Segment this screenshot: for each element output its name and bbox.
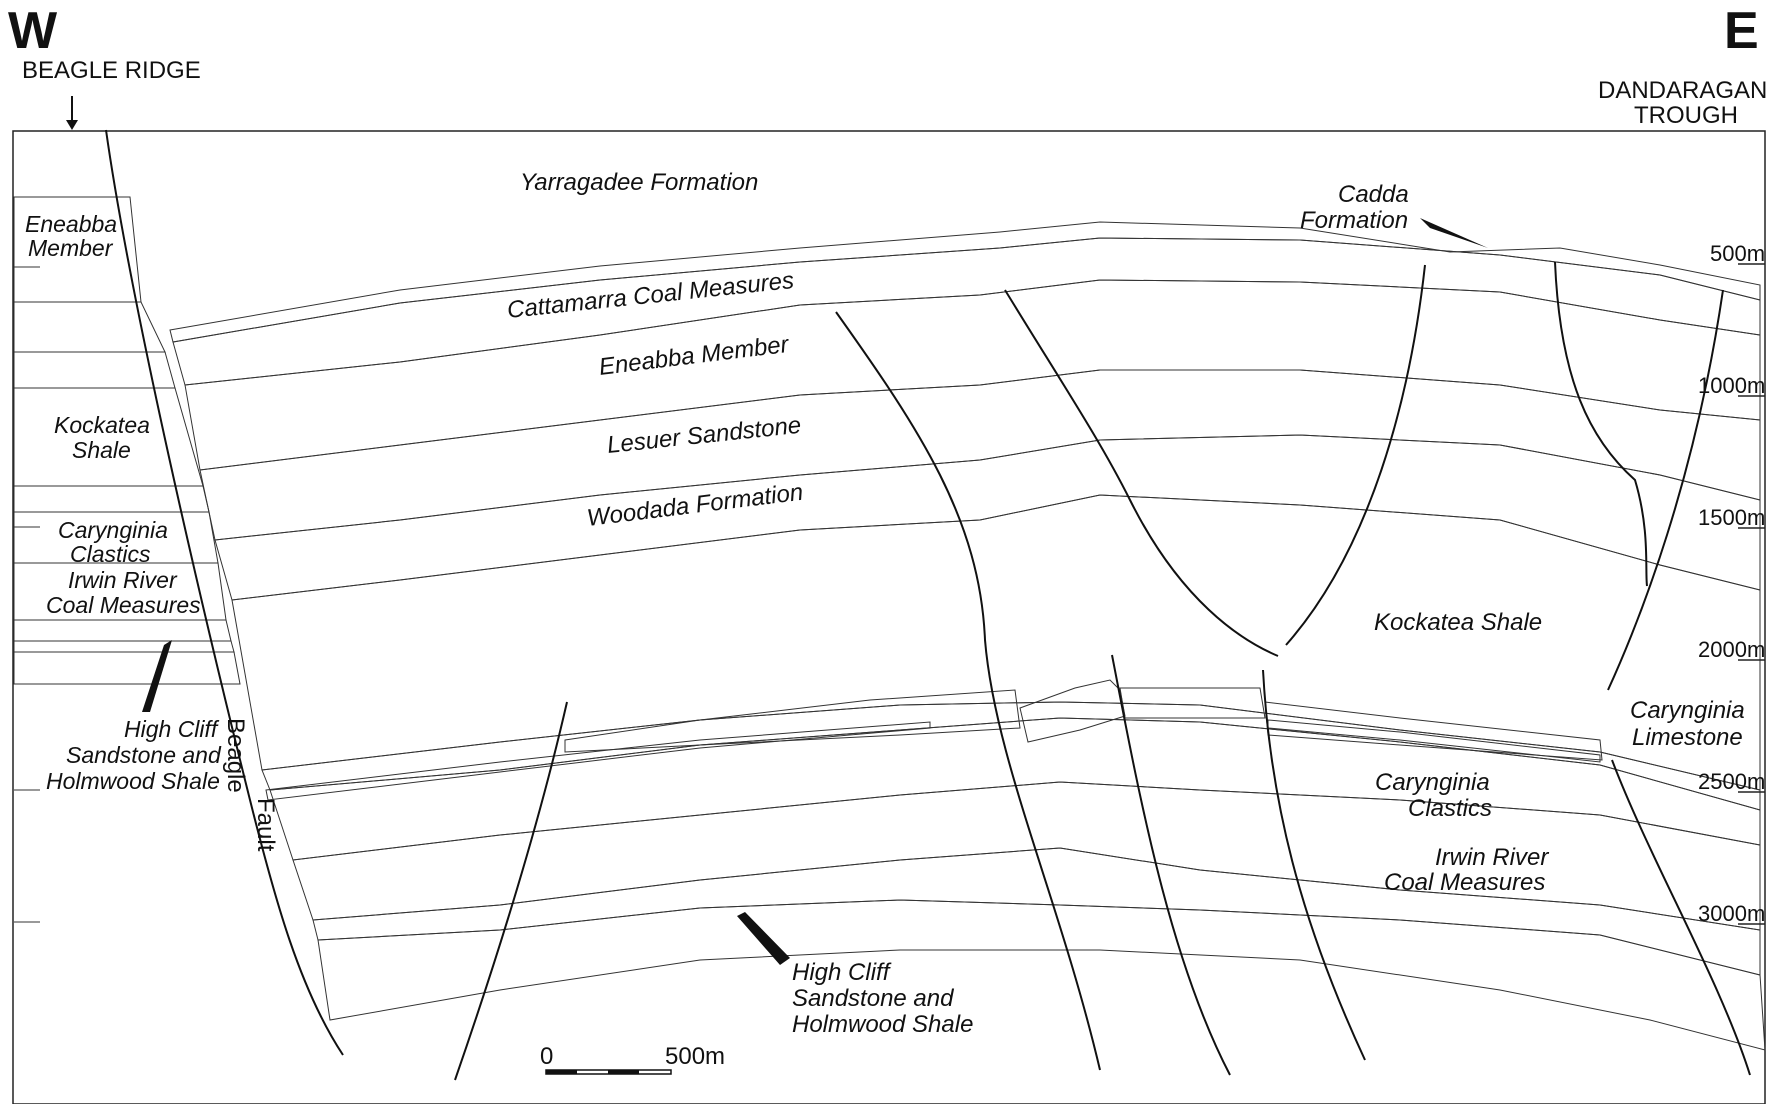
red-carbonate-center (1119, 687, 1266, 719)
cadda-label-2: Formation (1300, 207, 1408, 234)
west-irwin-label-2: Coal Measures (46, 592, 201, 618)
carynginia-limestone-label-2: Limestone (1632, 724, 1743, 751)
beagle-fault-label-1: Beagle (222, 718, 249, 793)
west-kockatea-label-1: Kockatea (54, 412, 150, 438)
cadda-formation-layer (169, 221, 1761, 343)
fault-8 (1607, 289, 1724, 691)
irwin-river-label-1: Irwin River (1435, 844, 1549, 871)
east-direction: E (1724, 2, 1759, 60)
depth-tick-label: 1500m (1698, 505, 1765, 530)
scale-bar: 0 500m (540, 1043, 725, 1075)
yarragadee-label: Yarragadee Formation (520, 169, 758, 196)
west-kockatea-label-2: Shale (72, 437, 131, 463)
fault-1 (454, 701, 568, 1081)
west-high-cliff-label-1: High Cliff (124, 716, 220, 742)
kockatea-label: Kockatea Shale (1374, 609, 1542, 636)
west-basement-layer (13, 651, 241, 685)
irwin-river-label-2: Coal Measures (1384, 869, 1545, 896)
cadda-label-1: Cadda (1338, 181, 1409, 208)
carynginia-limestone-label-1: Carynginia (1630, 697, 1745, 724)
dandaragan-label: DANDARAGAN (1598, 77, 1767, 104)
depth-scale: 500m 1000m 1500m 2000m 2500m 3000m (1698, 241, 1765, 926)
high-cliff-pointer (737, 912, 790, 965)
west-eneabba-label-1: Eneabba (25, 211, 117, 237)
beagle-fault-label-2: Fault (252, 798, 279, 852)
west-high-cliff-pointer (142, 640, 172, 712)
west-high-cliff-label-2: Sandstone and (66, 742, 222, 768)
scale-bar-end: 500m (665, 1043, 725, 1070)
dandaragan-trough-label: TROUGH (1634, 102, 1738, 129)
fault-2 (835, 311, 1101, 1071)
depth-tick-label: 500m (1710, 241, 1765, 266)
beagle-fault-line (105, 129, 344, 1056)
high-cliff-label-3: Holmwood Shale (792, 1011, 973, 1038)
high-cliff-label-1: High Cliff (792, 959, 892, 986)
fault-6 (1285, 264, 1426, 646)
fault-4 (1111, 654, 1231, 1076)
depth-tick-label: 2000m (1698, 637, 1765, 662)
west-irwin-label-1: Irwin River (68, 567, 178, 593)
west-carynginia-label-1: Carynginia (58, 517, 168, 543)
beagle-ridge-arrowhead (66, 120, 78, 130)
west-eneabba-label-2: Member (28, 235, 114, 261)
carynginia-clastics-label-1: Carynginia (1375, 769, 1490, 796)
cadda-pointer (1420, 218, 1488, 248)
west-direction: W (8, 2, 58, 60)
west-carynginia-label-2: Clastics (70, 541, 151, 567)
faults (105, 129, 1751, 1081)
depth-tick-label: 3000m (1698, 901, 1765, 926)
beagle-ridge-label: BEAGLE RIDGE (22, 57, 201, 84)
depth-tick-label: 1000m (1698, 373, 1765, 398)
west-column (13, 196, 241, 923)
fault-5 (1262, 669, 1366, 1061)
fault-3 (1004, 289, 1279, 657)
basin-layers (169, 221, 1766, 1051)
fault-7 (1554, 261, 1648, 587)
section-frame (12, 130, 1766, 1104)
depth-tick-label: 2500m (1698, 769, 1765, 794)
yellow-sand-west (265, 721, 931, 801)
fault-9 (1611, 759, 1751, 1076)
carynginia-clastics-label-2: Clastics (1408, 795, 1492, 822)
west-high-cliff-label-3: Holmwood Shale (46, 768, 220, 794)
high-cliff-label-2: Sandstone and (792, 985, 954, 1012)
scale-bar-start: 0 (540, 1043, 553, 1070)
